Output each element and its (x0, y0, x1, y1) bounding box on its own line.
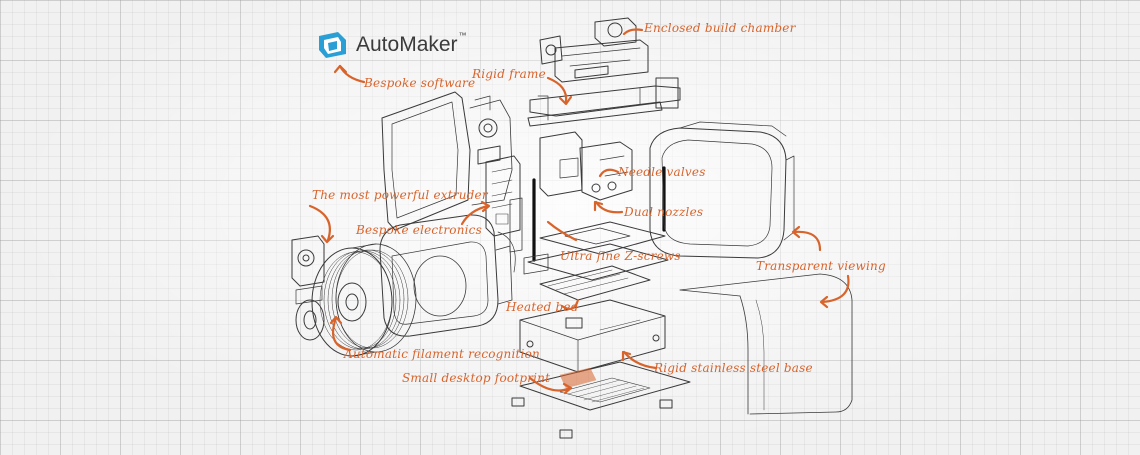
rigid-frame-gantry-drawing (527, 77, 681, 127)
automaker-logo-icon (319, 32, 346, 58)
callout-small-desktop-footprint: Small desktop footprint (402, 371, 551, 385)
extruder-drawing (291, 235, 325, 341)
automaker-logo-text: AutoMaker™ (356, 31, 467, 56)
transparent-shell-drawing (649, 121, 853, 415)
callout-transparent-viewing: Transparent viewing (756, 259, 886, 273)
arrow-powerful-extruder (308, 204, 331, 242)
arrow-z-screws (546, 220, 578, 242)
arrow-desktop-footprint (528, 376, 572, 392)
callout-needle-valves: Needle valves (618, 165, 706, 179)
filament-spool-drawing (311, 243, 417, 357)
print-head-drawing (539, 131, 633, 201)
callout-automatic-filament-recognition: Automatic filament recognition (344, 347, 540, 361)
callout-ultra-fine-z-screws: Ultra fine Z-screws (560, 249, 681, 263)
callout-bespoke-electronics: Bespoke electronics (356, 223, 482, 237)
bed-layers-drawing (527, 221, 669, 301)
callout-heated-bed: Heated bed (506, 300, 579, 314)
callout-rigid-stainless-steel-base: Rigid stainless steel base (654, 361, 813, 375)
arrow-stainless-base (622, 350, 658, 370)
arrow-transparent-viewing (792, 230, 822, 252)
callout-dual-nozzles: Dual nozzles (624, 205, 704, 219)
arrow-transparent-viewing-2 (820, 274, 850, 304)
callout-powerful-extruder: The most powerful extruder (312, 188, 488, 202)
automaker-logo: AutoMaker™ (316, 30, 467, 60)
callout-bespoke-software: Bespoke software (364, 76, 476, 90)
arrow-build-chamber (622, 28, 644, 36)
callout-enclosed-build-chamber: Enclosed build chamber (644, 21, 796, 35)
base-plate-drawing (519, 299, 666, 373)
chassis-drawing (379, 214, 516, 337)
callout-rigid-frame: Rigid frame (472, 67, 546, 81)
arrow-rigid-frame (546, 76, 568, 104)
bottom-footprint-drawing (511, 361, 691, 439)
arrow-filament-recognition (332, 316, 352, 352)
electronics-board-drawing (485, 155, 521, 237)
build-chamber-frame-drawing (554, 39, 649, 83)
arrow-needle-valves (598, 168, 620, 178)
arrow-bespoke-electronics (460, 204, 490, 226)
side-panel-drawing (381, 91, 513, 231)
arrow-dual-nozzles (594, 200, 624, 214)
callout-arrows (308, 28, 850, 395)
fan-housing-drawing (539, 17, 637, 65)
arrow-heated-bed (560, 298, 580, 310)
